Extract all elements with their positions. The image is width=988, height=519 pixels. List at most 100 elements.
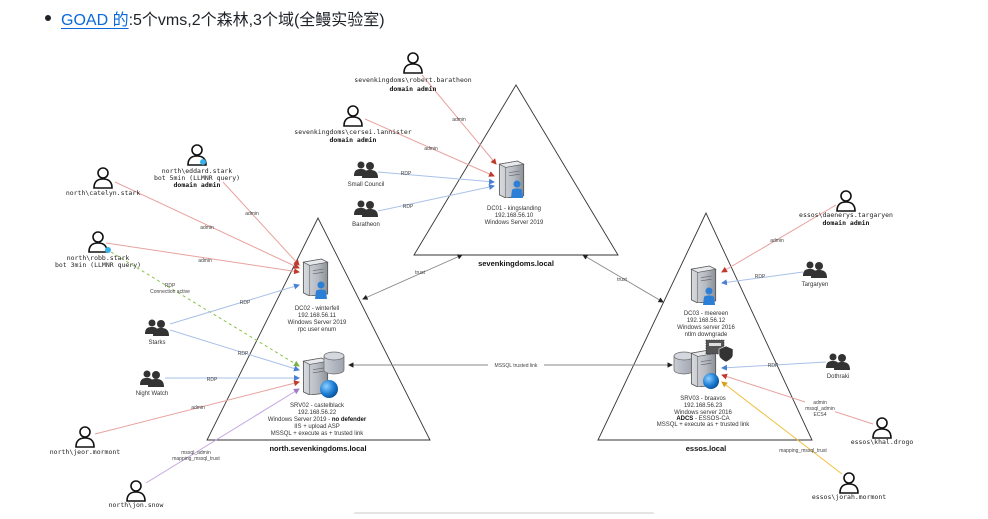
user-jeor-mormont[interactable]: north\jeor.mormont [50,426,121,456]
edge-label-admin: admin [245,211,259,217]
horizontal-scrollbar[interactable] [354,512,654,514]
server-ip: 192.168.56.12 [687,318,726,324]
user-bot: bot 5min (LLMNR query) [154,174,240,182]
group-icon [145,319,169,336]
bot-icon [200,159,206,165]
server-vuln: ntlm downgrade [685,332,728,338]
user-icon [126,480,146,502]
user-catelyn-stark[interactable]: north\catelyn.stark [66,167,140,197]
domain-label-essos: essos.local [686,444,726,453]
server-os: Windows server 2016 [677,325,735,331]
user-name: north\jeor.mormont [50,448,121,456]
trust-edges: trust trust MSSQL trusted link [348,254,673,369]
group-small-council[interactable]: Small Council [348,161,385,189]
group-name: Starks [148,340,165,346]
edge-label-admin: admin [198,258,212,264]
server-dc02[interactable]: DC02 - winterfell 192.168.56.11 Windows … [288,258,347,333]
user-name: north\robb.stark [67,254,130,262]
edge-targaryen-rdp [721,271,804,286]
edge-baratheon-rdp [377,184,495,212]
server-dc01[interactable]: DC01 - kingslanding 192.168.56.10 Window… [485,160,544,226]
user-role: domain admin [330,136,377,144]
database-icon [673,351,695,375]
user-daenerys-targaryen[interactable]: essos\daenerys.targaryen domain admin [799,190,893,227]
group-icon [826,353,850,370]
goad-link[interactable]: GOAD 的 [61,12,129,29]
group-baratheon[interactable]: Baratheon [352,200,380,229]
user-role: domain admin [174,181,221,189]
edge-label-admin: admin [452,117,466,123]
group-starks[interactable]: Starks [145,319,169,347]
user-name: sevenkingdoms\cersei.lannister [294,128,411,136]
server-os: Windows Server 2019 [485,220,544,226]
edge-label-rdp: RDP [403,204,414,210]
bot-icon [105,247,111,253]
user-icon [93,167,113,189]
edge-robert-admin [421,74,497,165]
server-iis: IIS + upload ASP [294,424,340,430]
group-icon [354,161,378,178]
bullet-icon [45,15,51,21]
edge-label-mapping-mssql-trust: mapping_mssql_trust [779,448,827,454]
edge-label-rdp: RDP [768,363,779,369]
intro-description: :5个vms,2个森林,3个域(全鳗实验室) [128,12,385,29]
user-name: essos\khal.drogo [851,438,914,446]
group-targaryen[interactable]: Targaryen [802,261,829,289]
edge-cersei-admin [364,118,495,177]
user-icon [839,472,859,494]
server-ip: 192.168.56.11 [298,313,337,319]
server-ip: 192.168.56.23 [684,403,723,409]
edge-jorah-mssql [721,381,843,475]
edge-label-rdp: RDP [401,171,412,177]
group-icon [354,200,378,217]
user-icon [75,426,95,448]
edge-label-mapping-mssql-trust: mapping_mssql_trust [172,456,220,462]
intro-bullet: GOAD 的 :5个vms,2个森林,3个域(全鳗实验室) [45,6,385,30]
edge-label-admin: admin [770,238,784,244]
user-robert-baratheon[interactable]: sevenkingdoms\robert.baratheon domain ad… [354,52,472,93]
user-icon [403,52,423,74]
user-name: north\jon.snow [109,501,164,509]
domain-essos: essos.local [597,211,813,453]
group-name: Night Watch [136,391,168,397]
server-mssql: MSSQL + execute as + trusted link [657,422,750,428]
group-dothraki[interactable]: Dothraki [826,353,850,381]
user-cersei-lannister[interactable]: sevenkingdoms\cersei.lannister domain ad… [294,105,412,144]
server-name: DC01 - kingslanding [487,206,541,212]
group-icon [803,261,827,278]
user-jon-snow[interactable]: north\jon.snow [109,480,164,509]
edge-daenerys-admin [721,204,837,273]
group-night-watch[interactable]: Night Watch [136,370,168,398]
trust-label-1: trust [415,270,425,276]
server-vuln: rpc user enum [298,327,336,333]
user-robb-stark[interactable]: north\robb.stark bot 3min (LLMNR query) [55,231,141,269]
edge-smallcouncil-rdp [377,171,495,185]
globe-icon [320,380,338,398]
group-name: Targaryen [802,282,829,288]
user-bot: bot 3min (LLMNR query) [55,261,141,269]
user-eddard-stark[interactable]: north\eddard.stark bot 5min (LLMNR query… [154,144,240,189]
edge-label-mssql-admin: mssql_admin [181,450,211,456]
domain-sevenkingdoms: sevenkingdoms.local [413,84,619,268]
server-dc03[interactable]: DC03 - meereen 192.168.56.12 Windows ser… [677,265,736,338]
server-srv02[interactable]: SRV02 - castelblack 192.168.56.22 Window… [268,351,367,437]
edge-label-admin: admin [424,146,438,152]
user-icon [88,231,108,253]
edge-label-rdp: RDP [238,351,249,357]
user-jorah-mormont[interactable]: essos\jorah.mormont [812,472,886,501]
trust-edge-sk-north [362,254,463,300]
server-name: DC03 - meereen [684,311,728,317]
server-os: Windows server 2016 [674,410,732,416]
globe-icon [703,373,719,389]
edge-label-rdp: RDP [240,300,251,306]
user-role: domain admin [823,219,870,227]
edge-khal-admin [721,373,874,425]
server-srv03[interactable]: SRV03 - braavos 192.168.56.23 Windows se… [657,339,750,428]
user-icon [343,105,363,127]
edge-starks-rdp-srv02 [169,329,300,372]
group-name: Small Council [348,182,385,188]
server-mssql: MSSQL + execute as + trusted link [271,431,364,437]
domain-label-sevenkingdoms: sevenkingdoms.local [478,259,554,268]
user-khal-drogo[interactable]: essos\khal.drogo [851,417,914,446]
edge-label-rdp: RDP [755,274,766,280]
